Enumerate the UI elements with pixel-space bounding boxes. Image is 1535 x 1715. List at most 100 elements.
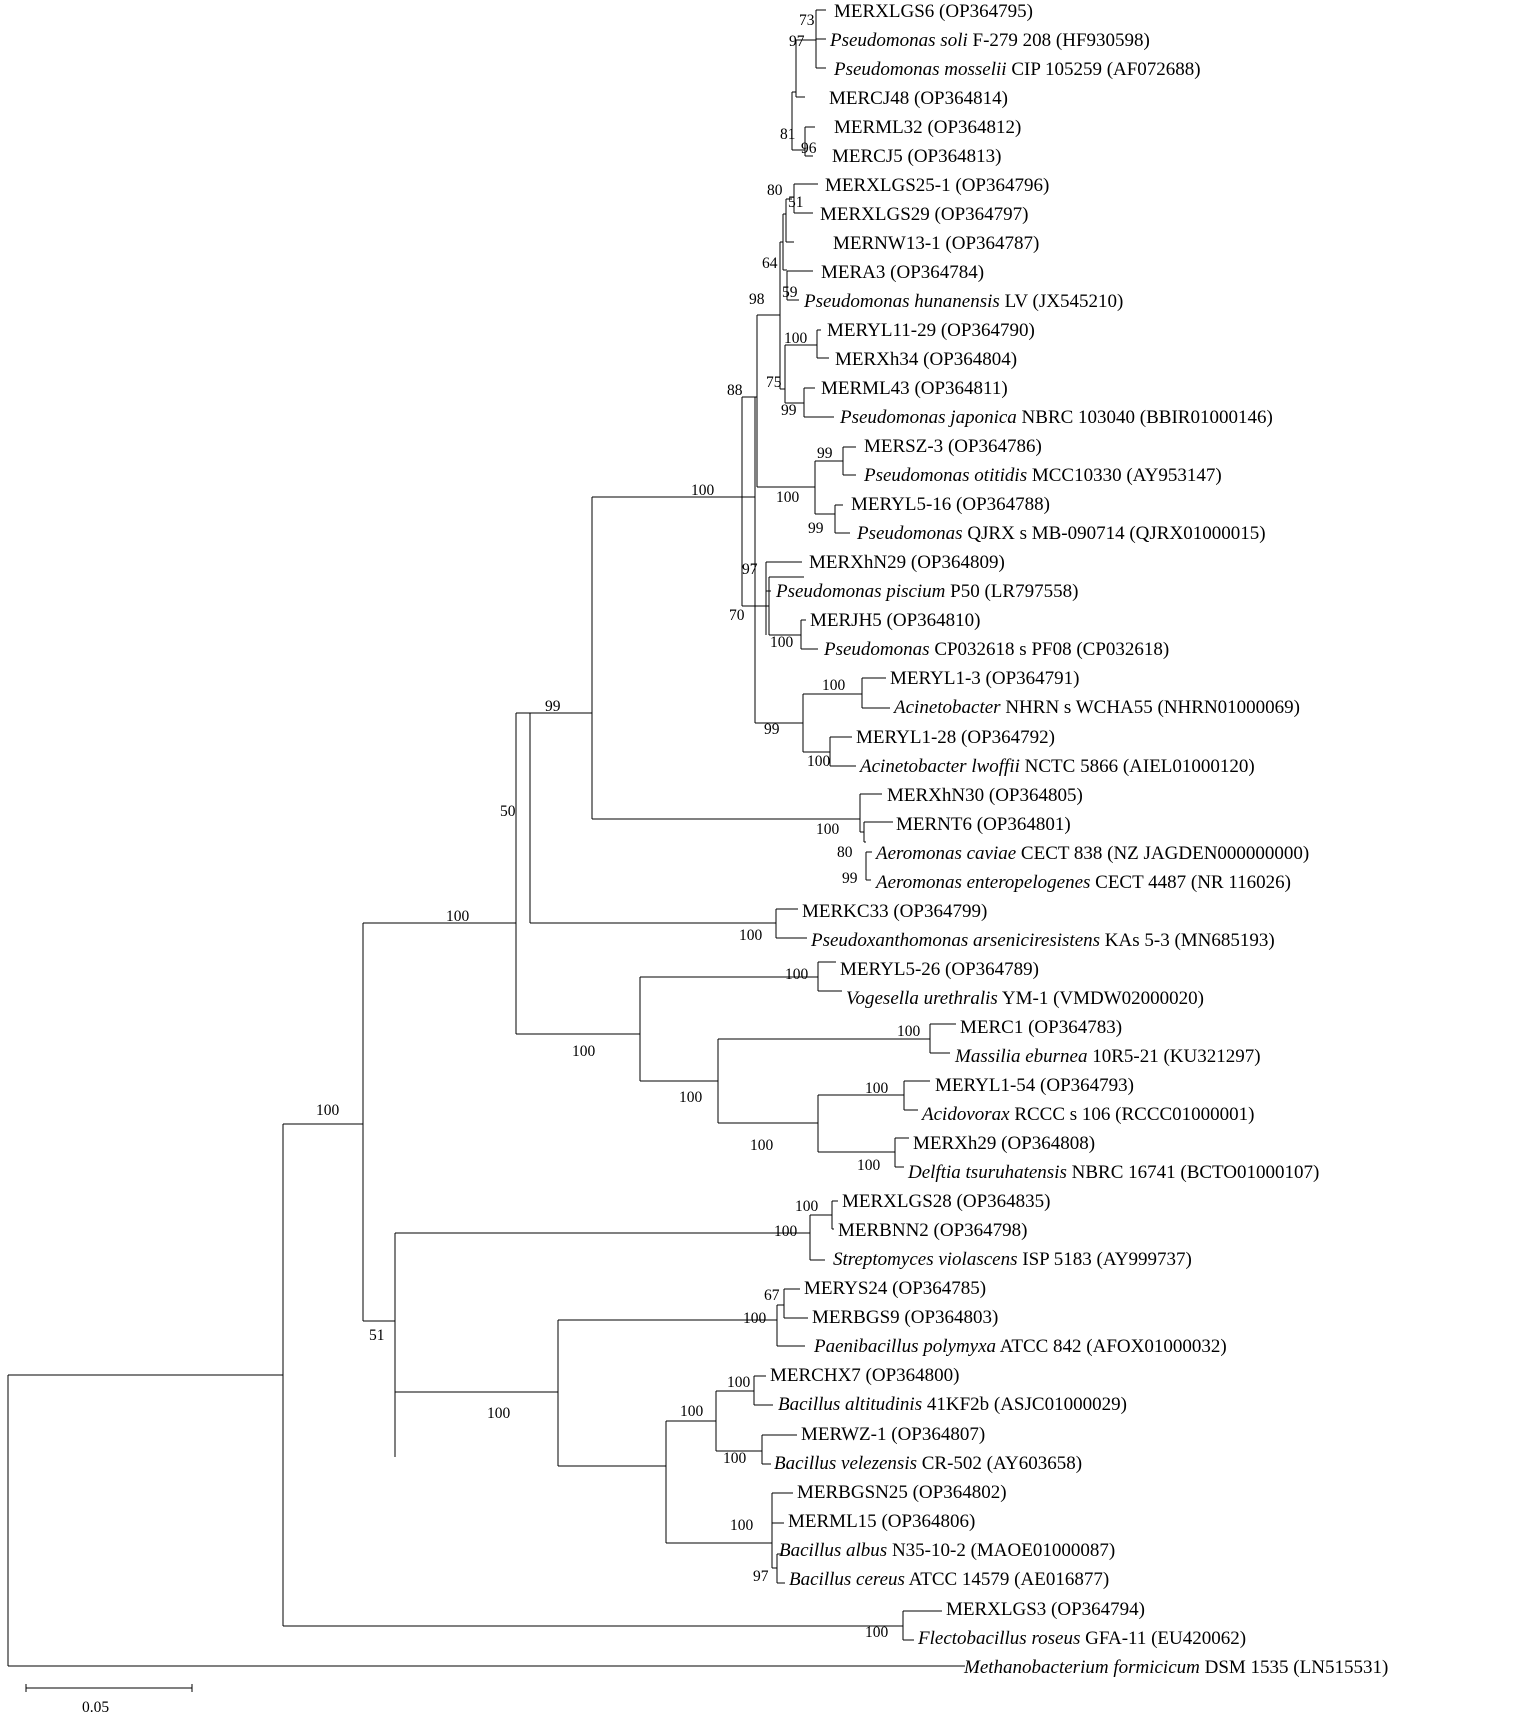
bootstrap-value: 73 (799, 12, 815, 29)
taxon-label: Acinetobacter NHRN s WCHA55 (NHRN0100006… (892, 697, 1300, 718)
taxon-label: Acinetobacter lwoffii NCTC 5866 (AIEL010… (858, 756, 1255, 777)
bootstrap-value: 100 (750, 1137, 774, 1154)
bootstrap-value: 100 (776, 489, 800, 506)
taxon-label: MERXLGS25-1 (OP364796) (825, 175, 1049, 196)
taxon-label: MERXLGS3 (OP364794) (946, 1599, 1145, 1620)
taxon-label: MERYL5-16 (OP364788) (851, 494, 1050, 515)
taxon-label: Methanobacterium formicicum DSM 1535 (LN… (963, 1657, 1388, 1678)
bootstrap-value: 100 (739, 927, 763, 944)
taxon-label: MERML32 (OP364812) (834, 117, 1021, 138)
bootstrap-value: 100 (785, 966, 809, 983)
taxon-label: Pseudomonas hunanensis LV (JX545210) (803, 291, 1123, 312)
taxon-label: Pseudomonas piscium P50 (LR797558) (775, 581, 1078, 602)
bootstrap-value: 100 (795, 1198, 819, 1215)
taxon-label: Flectobacillus roseus GFA-11 (EU420062) (917, 1628, 1246, 1649)
taxon-label: Pseudomonas mosselii CIP 105259 (AF07268… (833, 59, 1201, 80)
taxon-label: Delftia tsuruhatensis NBRC 16741 (BCTO01… (907, 1162, 1319, 1183)
taxon-label: MERC1 (OP364783) (960, 1017, 1122, 1038)
scale-bar: 0.05 (25, 1684, 193, 1715)
bootstrap-value: 100 (774, 1223, 798, 1240)
bootstrap-value: 100 (784, 330, 808, 347)
bootstrap-value: 51 (788, 194, 804, 211)
taxon-label: MERXLGS29 (OP364797) (820, 204, 1029, 225)
taxon-label: MERNW13-1 (OP364787) (833, 233, 1039, 254)
bootstrap-value: 97 (753, 1568, 769, 1585)
taxon-labels: MERXLGS6 (OP364795) Pseudomonas soli F-2… (770, 1, 1388, 1678)
bootstrap-value: 81 (780, 126, 796, 143)
taxon-label: MERA3 (OP364784) (821, 262, 984, 283)
scale-bar-label: 0.05 (82, 1699, 109, 1715)
taxon-label: MERBGS9 (OP364803) (812, 1307, 998, 1328)
bootstrap-value: 100 (572, 1043, 596, 1060)
taxon-label: MERXh34 (OP364804) (835, 349, 1017, 370)
taxon-label: MERXLGS6 (OP364795) (834, 1, 1033, 22)
bootstrap-value: 100 (857, 1157, 881, 1174)
bootstrap-value: 64 (762, 255, 778, 272)
taxon-label: Bacillus albus N35-10-2 (MAOE01000087) (779, 1540, 1115, 1561)
taxon-label: Paenibacillus polymyxa ATCC 842 (AFOX010… (813, 1336, 1227, 1357)
bootstrap-value: 100 (487, 1405, 511, 1422)
taxon-label: Bacillus altitudinis 41KF2b (ASJC0100002… (778, 1394, 1127, 1415)
bootstrap-value: 100 (743, 1310, 767, 1327)
bootstrap-value: 100 (807, 753, 831, 770)
taxon-label: MERJH5 (OP364810) (810, 610, 981, 631)
taxon-label: MERXhN29 (OP364809) (809, 552, 1005, 573)
taxon-label: Bacillus velezensis CR-502 (AY603658) (774, 1453, 1082, 1474)
taxon-label: MERYL1-54 (OP364793) (935, 1075, 1134, 1096)
bootstrap-value: 100 (679, 1089, 703, 1106)
taxon-label: MERYS24 (OP364785) (804, 1278, 986, 1299)
bootstrap-value: 80 (837, 844, 853, 861)
taxon-label: Pseudomonas soli F-279 208 (HF930598) (829, 30, 1150, 51)
bootstrap-value: 99 (808, 520, 824, 537)
bootstrap-value: 99 (817, 445, 833, 462)
bootstrap-value: 75 (766, 374, 782, 391)
bootstrap-value: 100 (316, 1102, 340, 1119)
taxon-label: MERYL5-26 (OP364789) (840, 959, 1039, 980)
taxon-label: Acidovorax RCCC s 106 (RCCC01000001) (920, 1104, 1255, 1125)
taxon-label: Vogesella urethralis YM-1 (VMDW02000020) (846, 988, 1204, 1009)
taxon-label: Pseudomonas japonica NBRC 103040 (BBIR01… (839, 407, 1273, 428)
taxon-label: MERYL1-3 (OP364791) (890, 668, 1079, 689)
taxon-label: Pseudomonas otitidis MCC10330 (AY953147) (863, 465, 1222, 486)
taxon-label: MERXhN30 (OP364805) (887, 785, 1083, 806)
bootstrap-value: 67 (764, 1287, 780, 1304)
bootstrap-value: 97 (742, 561, 758, 578)
taxon-label: Pseudoxanthomonas arseniciresistens KAs … (810, 930, 1275, 951)
bootstrap-value: 100 (691, 482, 715, 499)
taxon-label: MERXh29 (OP364808) (913, 1133, 1095, 1154)
taxon-label: Aeromonas enteropelogenes CECT 4487 (NR … (874, 872, 1291, 893)
bootstrap-value: 100 (897, 1023, 921, 1040)
bootstrap-value: 100 (816, 821, 840, 838)
bootstrap-value: 88 (727, 382, 743, 399)
bootstrap-value: 59 (782, 284, 798, 301)
taxon-label: MERXLGS28 (OP364835) (842, 1191, 1051, 1212)
taxon-label: MERML15 (OP364806) (788, 1511, 975, 1532)
taxon-label: Streptomyces violascens ISP 5183 (AY9997… (833, 1249, 1192, 1270)
bootstrap-value: 99 (545, 698, 561, 715)
taxon-label: MERBGSN25 (OP364802) (797, 1482, 1007, 1503)
bootstrap-value: 98 (749, 291, 765, 308)
taxon-label: Massilia eburnea 10R5-21 (KU321297) (954, 1046, 1261, 1067)
taxon-label: Aeromonas caviae CECT 838 (NZ JAGDEN0000… (874, 843, 1309, 864)
bootstrap-value: 99 (764, 721, 780, 738)
bootstrap-value: 100 (730, 1517, 754, 1534)
taxon-label: MERBNN2 (OP364798) (838, 1220, 1028, 1241)
taxon-label: MERCHX7 (OP364800) (770, 1365, 960, 1386)
taxon-label: MERKC33 (OP364799) (802, 901, 987, 922)
taxon-label: MERSZ-3 (OP364786) (864, 436, 1042, 457)
bootstrap-value: 99 (781, 402, 797, 419)
bootstrap-value: 51 (369, 1327, 385, 1344)
bootstrap-value: 100 (446, 908, 470, 925)
bootstrap-value: 100 (770, 634, 794, 651)
bootstrap-value: 100 (727, 1374, 751, 1391)
taxon-label: MERML43 (OP364811) (821, 378, 1008, 399)
taxon-label: MERNT6 (OP364801) (896, 814, 1071, 835)
taxon-label: Bacillus cereus ATCC 14579 (AE016877) (789, 1569, 1109, 1590)
bootstrap-value: 99 (842, 870, 858, 887)
bootstrap-value: 100 (865, 1080, 889, 1097)
bootstrap-value: 50 (500, 803, 516, 820)
taxon-label: MERCJ5 (OP364813) (832, 146, 1001, 167)
bootstrap-value: 96 (801, 140, 817, 157)
bootstrap-value: 80 (767, 182, 783, 199)
